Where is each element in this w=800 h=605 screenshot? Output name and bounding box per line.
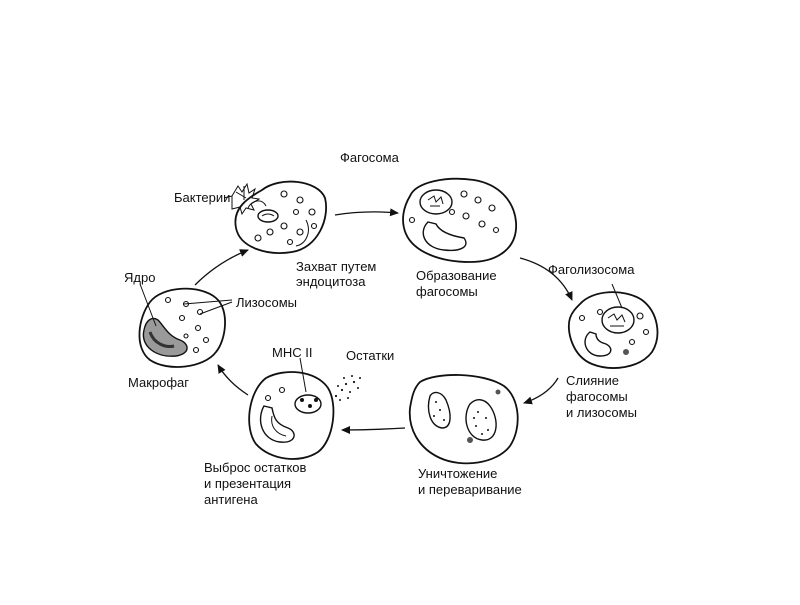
pointer-mhc — [299, 357, 307, 393]
cycle-arrows — [194, 208, 573, 434]
label-lysosomes: Лизосомы — [236, 295, 297, 310]
cell-fusion — [568, 291, 659, 369]
label-destruction-line1: Уничтожение — [418, 466, 498, 481]
pointer-phagolysosome — [611, 283, 623, 309]
nucleus — [422, 221, 467, 252]
label-bacteria: Бактерии — [174, 190, 231, 205]
pointer-lysosome-2 — [199, 301, 233, 315]
label-capture-line1: Захват путем — [296, 259, 377, 274]
arrow-formation-to-fusion — [519, 257, 573, 301]
label-macrophage: Макрофаг — [128, 375, 190, 390]
label-release-line2: и презентация — [204, 476, 292, 491]
arrow-macrophage-to-capture — [194, 249, 249, 286]
cell-macrophage — [138, 287, 226, 368]
label-mhc: МНС II — [272, 345, 313, 360]
phagolysosome — [601, 306, 635, 334]
bacteria-cluster — [231, 182, 261, 216]
label-formation-line2: фагосомы — [416, 284, 478, 299]
arrow-capture-to-formation — [334, 208, 399, 217]
label-release-line1: Выброс остатков — [204, 460, 307, 475]
arrow-fusion-to-destruction — [523, 377, 559, 405]
label-formation-line1: Образование — [416, 268, 497, 283]
pointer-nucleus — [139, 283, 157, 327]
cell-digestion — [408, 374, 519, 465]
label-remnants: Остатки — [346, 348, 395, 363]
arrow-release-to-macrophage — [217, 364, 249, 396]
cell-presentation — [248, 371, 335, 460]
pointer-lysosome-1 — [183, 299, 233, 305]
label-phagolysosome: Фаголизосома — [548, 262, 635, 277]
label-phagosome: Фагосома — [340, 150, 399, 165]
mhc-vesicle — [294, 394, 322, 414]
label-release-line3: антигена — [204, 492, 258, 507]
engulfed-bacterium — [257, 209, 279, 223]
label-fusion-line1: Слияние — [566, 373, 619, 388]
label-fusion-line2: фагосомы — [566, 389, 628, 404]
pointer-bacteria — [223, 195, 233, 199]
label-fusion-line3: и лизосомы — [566, 405, 637, 420]
remnants-particles — [334, 375, 361, 401]
label-nucleus: Ядро — [124, 270, 156, 285]
cell-phagosome-formation — [402, 177, 517, 263]
label-destruction-line2: и переваривание — [418, 482, 522, 497]
label-capture-line2: эндоцитоза — [296, 274, 366, 289]
arrow-destruction-to-release — [341, 425, 406, 434]
